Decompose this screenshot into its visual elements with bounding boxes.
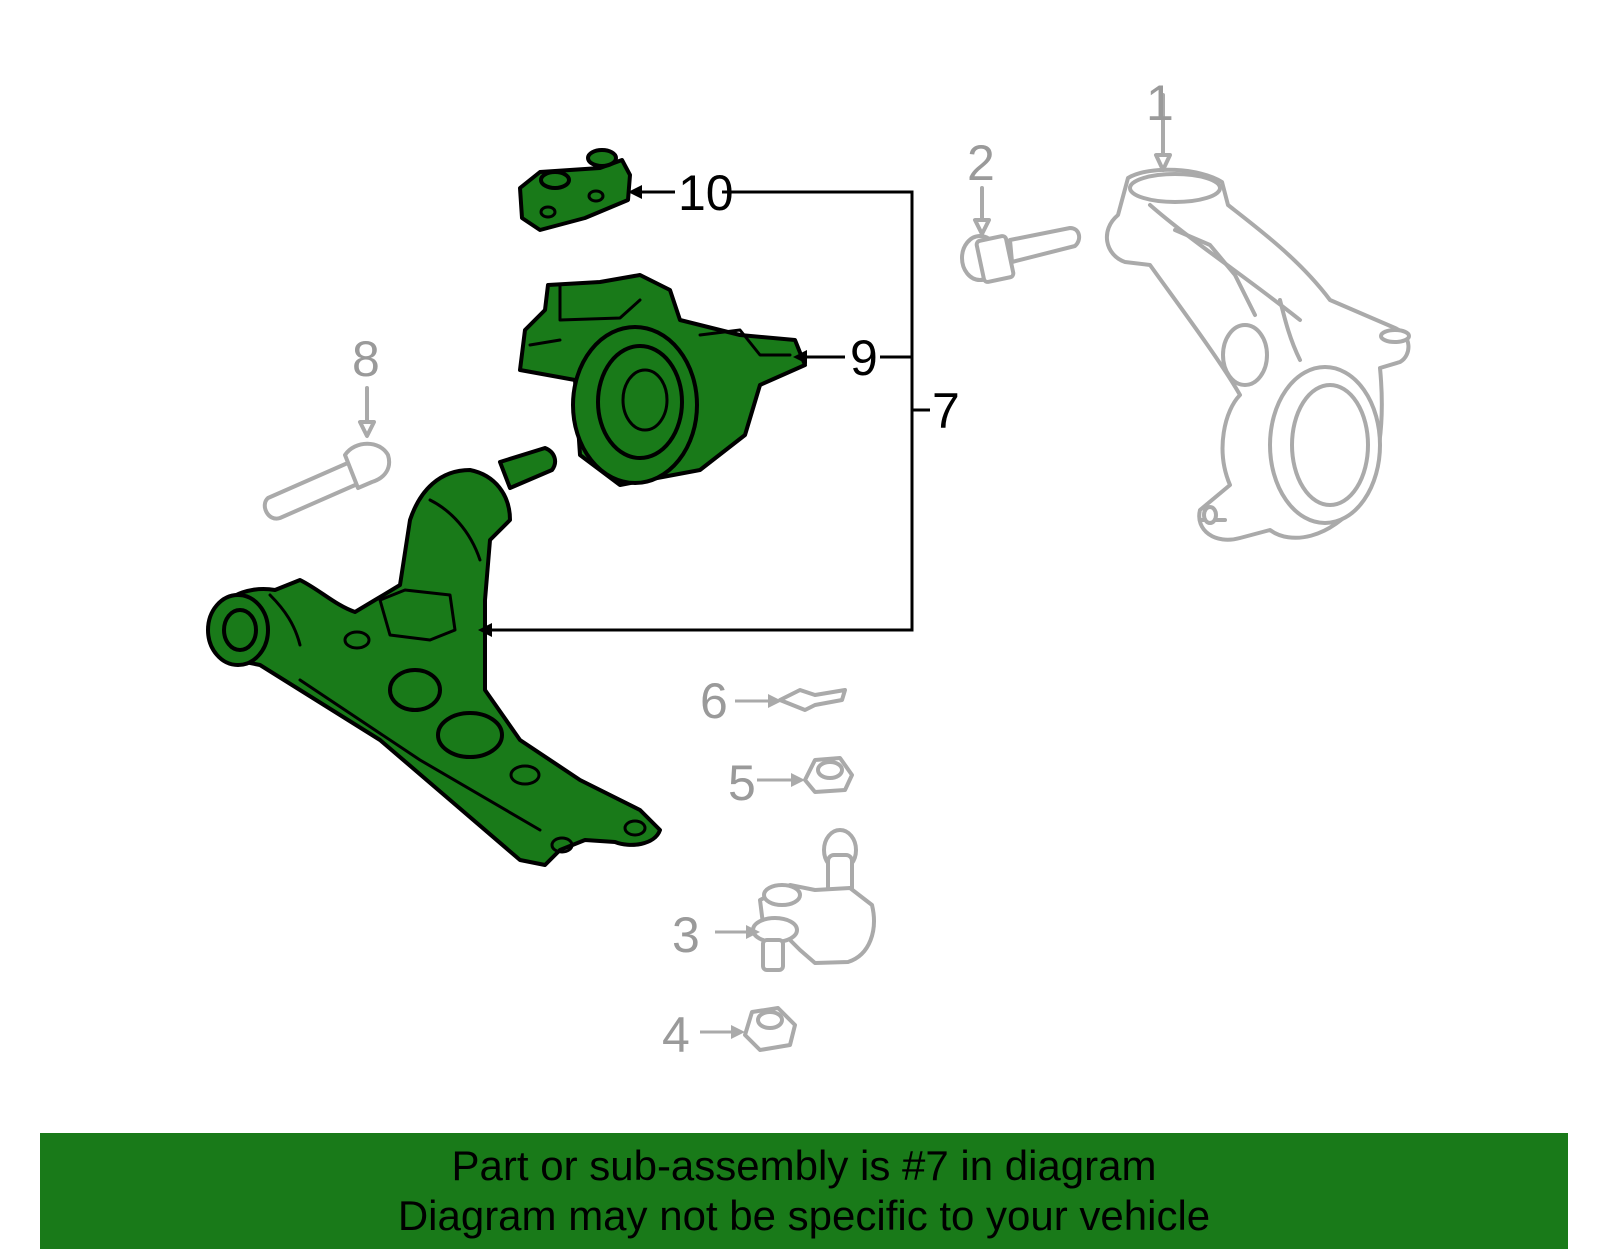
ball-joint: [715, 828, 876, 972]
callout-2: 2: [967, 135, 995, 191]
callout-6: 6: [700, 673, 728, 729]
footer-line-2: Diagram may not be specific to your vehi…: [397, 1192, 1211, 1239]
callout-1: 1: [1146, 75, 1174, 131]
callout-7-bracket: [478, 190, 930, 637]
callout-9: 9: [850, 330, 878, 386]
cotter-pin: [735, 688, 847, 712]
control-arm-bushing: [518, 273, 845, 487]
footer-line-1: Part or sub-assembly is #7 in diagram: [451, 1142, 1157, 1189]
footer-banner: Part or sub-assembly is #7 in diagram Di…: [40, 1133, 1568, 1249]
callout-3: 3: [672, 907, 700, 963]
lower-control-arm: [206, 446, 662, 867]
steering-knuckle: [1104, 93, 1411, 542]
callout-4: 4: [662, 1007, 690, 1063]
arm-bolt: [262, 386, 392, 521]
callout-8: 8: [352, 331, 380, 387]
castle-nut: [757, 756, 854, 794]
ball-joint-nut: [700, 1006, 797, 1052]
parts-diagram: 1 2 8 10 9: [206, 75, 1411, 1063]
callout-5: 5: [728, 755, 756, 811]
callout-7: 7: [932, 383, 960, 439]
bushing-bracket: [518, 148, 675, 232]
knuckle-bolt: [960, 186, 1082, 284]
